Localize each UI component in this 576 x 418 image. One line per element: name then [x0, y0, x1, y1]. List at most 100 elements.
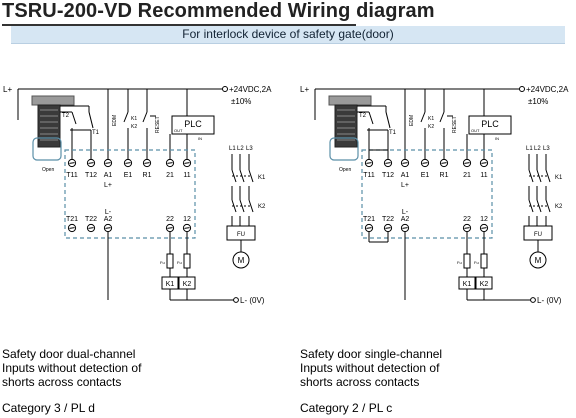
plc-box — [171, 115, 215, 135]
motor-label: M — [535, 256, 542, 265]
supply-plus-label: L+ — [3, 85, 12, 94]
terminal-label-12: 12 — [480, 216, 488, 223]
caption-line: shorts across contacts — [300, 375, 420, 389]
phase-label-l2: L2 — [237, 146, 244, 152]
inner-supply-minus-label: L- — [402, 209, 409, 216]
terminal-slot — [464, 162, 470, 164]
terminal-label-a1: A1 — [401, 172, 410, 179]
terminal-slot — [385, 162, 391, 164]
terminal-slot — [167, 162, 173, 164]
supply-tolerance-label: ±10% — [231, 97, 251, 106]
terminal-screw — [383, 158, 393, 168]
phase-label-l1: L1 — [526, 146, 533, 152]
terminal-slot — [481, 162, 487, 164]
terminal-label-a1: A1 — [104, 172, 113, 179]
caption-line: Inputs without detection of — [300, 361, 440, 375]
supply-terminal — [519, 86, 525, 92]
terminal-screw — [67, 158, 77, 168]
terminal-screw — [142, 158, 152, 168]
plc-label: PLC — [184, 119, 202, 129]
subtitle-bar: For interlock device of safety gate(door… — [11, 26, 565, 44]
plc-in-label: IN — [198, 136, 202, 141]
category-single-channel: Category 2 / PL c — [300, 401, 393, 415]
interlock-actuator — [328, 95, 372, 106]
switch-label-t2: T2 — [62, 113, 70, 119]
terminal-slot — [366, 227, 372, 229]
interlock-body-outline — [329, 137, 359, 161]
caption-line: Safety door single-channel — [300, 347, 443, 361]
terminal-screw — [400, 158, 410, 168]
terminal-slot — [441, 162, 447, 164]
motor-symbol — [232, 251, 250, 269]
caption-single-channel: Safety door single-channel Inputs withou… — [300, 347, 442, 389]
contactor-blade-k2 — [545, 199, 551, 213]
terminal-label-t22: T22 — [382, 216, 394, 223]
terminal-slot — [144, 162, 150, 164]
supply-tolerance-label: ±10% — [528, 97, 548, 106]
title-underline — [2, 24, 356, 26]
terminal-screw — [462, 223, 472, 233]
terminal-screw — [103, 223, 113, 233]
interlock-contact-blade — [368, 111, 374, 125]
terminal-label-22: 22 — [463, 216, 471, 223]
terminal-label-a2: A2 — [401, 216, 410, 223]
terminal-slot — [125, 162, 131, 164]
terminal-label-e1: E1 — [421, 172, 430, 179]
terminal-screw — [165, 158, 175, 168]
terminal-screw — [123, 158, 133, 168]
terminal-slot — [366, 162, 372, 164]
relay-fuse-label: Fu — [474, 260, 479, 265]
relay-fuse-label: Fu — [177, 260, 182, 265]
plc-out-label: OUT — [174, 128, 183, 133]
contactor-label-k1: K1 — [555, 175, 563, 181]
ground-terminal — [530, 297, 536, 303]
phase-label-l3: L3 — [246, 146, 253, 152]
terminal-label-r1: R1 — [143, 172, 152, 179]
relay-fuse-label: Fu — [160, 260, 165, 265]
terminal-label-t11: T11 — [363, 172, 375, 179]
terminal-slot — [69, 227, 75, 229]
terminal-label-a2: A2 — [104, 216, 113, 223]
relay-coil-label: K2 — [480, 281, 489, 288]
terminal-label-t12: T12 — [85, 172, 97, 179]
terminal-slot — [385, 227, 391, 229]
supply-voltage-label: +24VDC,2A — [229, 85, 272, 94]
terminal-slot — [105, 227, 111, 229]
terminal-screw — [479, 223, 489, 233]
inner-supply-plus-label: L+ — [401, 182, 409, 189]
terminal-screw — [165, 223, 175, 233]
edm-contact-k2: K2 — [131, 124, 137, 130]
phase-label-l3: L3 — [543, 146, 550, 152]
relay-coil-label: K1 — [166, 281, 175, 288]
terminal-slot — [184, 227, 190, 229]
terminal-label-11: 11 — [480, 172, 487, 179]
terminal-screw — [383, 223, 393, 233]
plc-out-label: OUT — [471, 128, 480, 133]
inner-supply-minus-label: L- — [105, 209, 112, 216]
safety-relay-module — [64, 149, 196, 239]
contactor-label-k2: K2 — [555, 204, 563, 210]
terminal-label-12: 12 — [183, 216, 191, 223]
edm-contact-blade — [123, 111, 129, 123]
terminal-screw — [420, 158, 430, 168]
contactor-label-k2: K2 — [258, 204, 266, 210]
ground-label: L- (0V) — [240, 296, 265, 305]
terminal-label-t21: T21 — [66, 216, 78, 223]
terminal-label-t11: T11 — [66, 172, 78, 179]
terminal-slot — [184, 162, 190, 164]
inner-supply-plus-label: L+ — [104, 182, 112, 189]
relay-fuse — [480, 253, 488, 269]
category-dual-channel: Category 3 / PL d — [2, 401, 95, 415]
plc-label: PLC — [481, 119, 499, 129]
terminal-label-t12: T12 — [382, 172, 394, 179]
terminal-label-t21: T21 — [363, 216, 375, 223]
switch-label-t2: T2 — [359, 113, 367, 119]
terminal-screw — [462, 158, 472, 168]
caption-line: Inputs without detection of — [2, 361, 142, 375]
edm-contact-k2: K2 — [428, 124, 434, 130]
interlock-body-outline — [32, 137, 62, 161]
interlock-actuator — [31, 95, 75, 106]
terminal-screw — [182, 158, 192, 168]
